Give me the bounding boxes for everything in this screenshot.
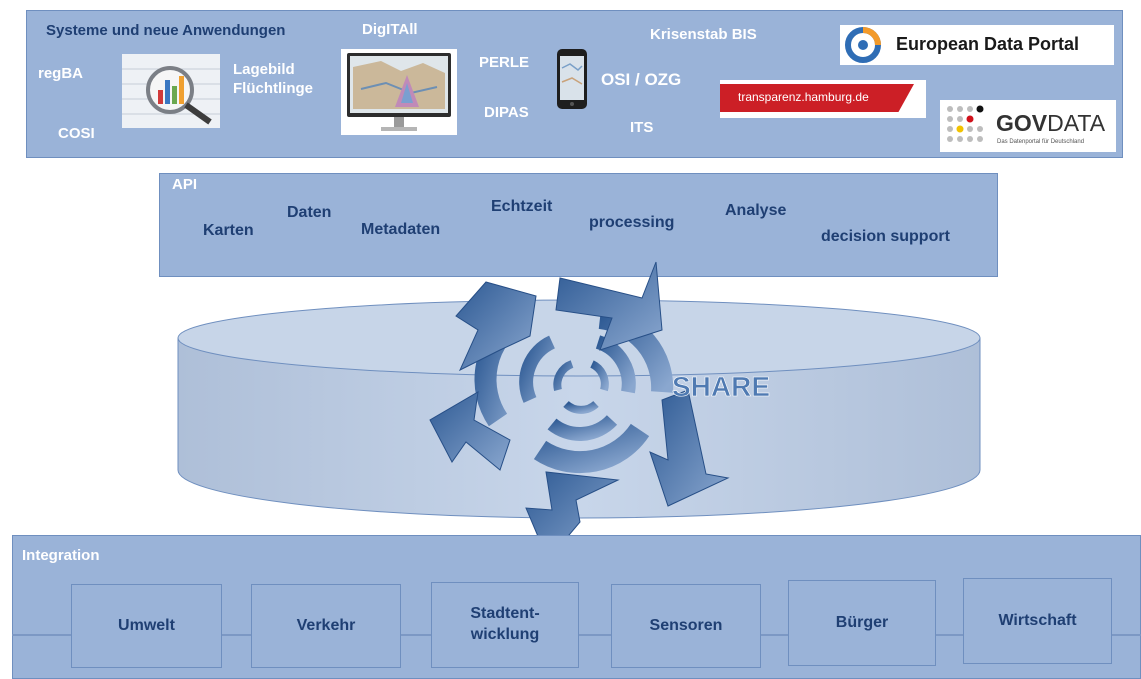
- govdata-wordmark: GOVDATA: [996, 110, 1106, 136]
- api-item-decision-support: decision support: [821, 228, 950, 245]
- api-item-daten: Daten: [287, 204, 332, 221]
- govdata-data: DATA: [1047, 110, 1106, 136]
- arrow-right: [649, 389, 730, 507]
- module-wirtschaft: Wirtschaft: [963, 578, 1112, 664]
- govdata-dots-icon: [947, 105, 984, 142]
- applications-heading: Systeme und neue Anwendungen: [46, 22, 286, 39]
- magnifier-chart-icon: [122, 54, 220, 128]
- api-panel: [159, 173, 998, 277]
- edp-label: European Data Portal: [896, 34, 1080, 54]
- smartphone-icon: [557, 49, 587, 109]
- arrow-left-upper: [455, 281, 537, 372]
- api-title: API: [172, 176, 198, 193]
- monitor-thumbnail: [341, 49, 457, 135]
- govdata-gov: GOV: [996, 110, 1048, 136]
- app-osi-ozg: OSI / OZG: [601, 70, 682, 89]
- transparenz-red-bar: [720, 84, 914, 112]
- govdata-tagline: Das Datenportal für Deutschland: [997, 139, 1085, 145]
- app-cosi: COSI: [58, 125, 95, 142]
- analytics-thumbnail: [122, 54, 220, 128]
- api-item-processing: processing: [589, 214, 675, 231]
- module-umwelt: Umwelt: [71, 584, 222, 668]
- module-verkehr: Verkehr: [251, 584, 401, 668]
- module-sensoren: Sensoren: [611, 584, 761, 668]
- app-perle: PERLE: [479, 54, 530, 71]
- share-spiral: [474, 307, 674, 474]
- module-stadtentwicklung: Stadtent- wicklung: [431, 582, 579, 668]
- api-item-analyse: Analyse: [725, 202, 787, 219]
- integration-title: Integration: [22, 547, 100, 564]
- api-item-karten: Karten: [203, 222, 254, 239]
- app-krisenstab: Krisenstab BIS: [650, 26, 757, 43]
- transparenz-label: transparenz.hamburg.de: [738, 90, 869, 104]
- smartphone-thumbnail: [556, 48, 588, 110]
- module-buerger: Bürger: [788, 580, 936, 666]
- app-regba: regBA: [38, 65, 84, 82]
- api-item-echtzeit: Echtzeit: [491, 198, 553, 215]
- monitor-map-icon: [347, 53, 451, 131]
- edp-logo-icon: [845, 27, 881, 63]
- api-item-metadaten: Metadaten: [361, 221, 441, 238]
- govdata-logo-area: GOVDATA Das Datenportal für Deutschland: [940, 100, 1116, 152]
- app-its: ITS: [630, 119, 654, 136]
- arrow-left-lower: [429, 391, 511, 471]
- app-lagebild: Lagebild Flüchtlinge: [233, 61, 313, 97]
- app-digitall: DigITAll: [362, 21, 418, 38]
- edp-logo-area: European Data Portal: [840, 25, 1114, 65]
- transparenz-banner: transparenz.hamburg.de: [720, 80, 926, 118]
- share-label: SHARE: [672, 371, 770, 402]
- arrow-top: [555, 261, 663, 351]
- app-dipas: DIPAS: [484, 104, 529, 121]
